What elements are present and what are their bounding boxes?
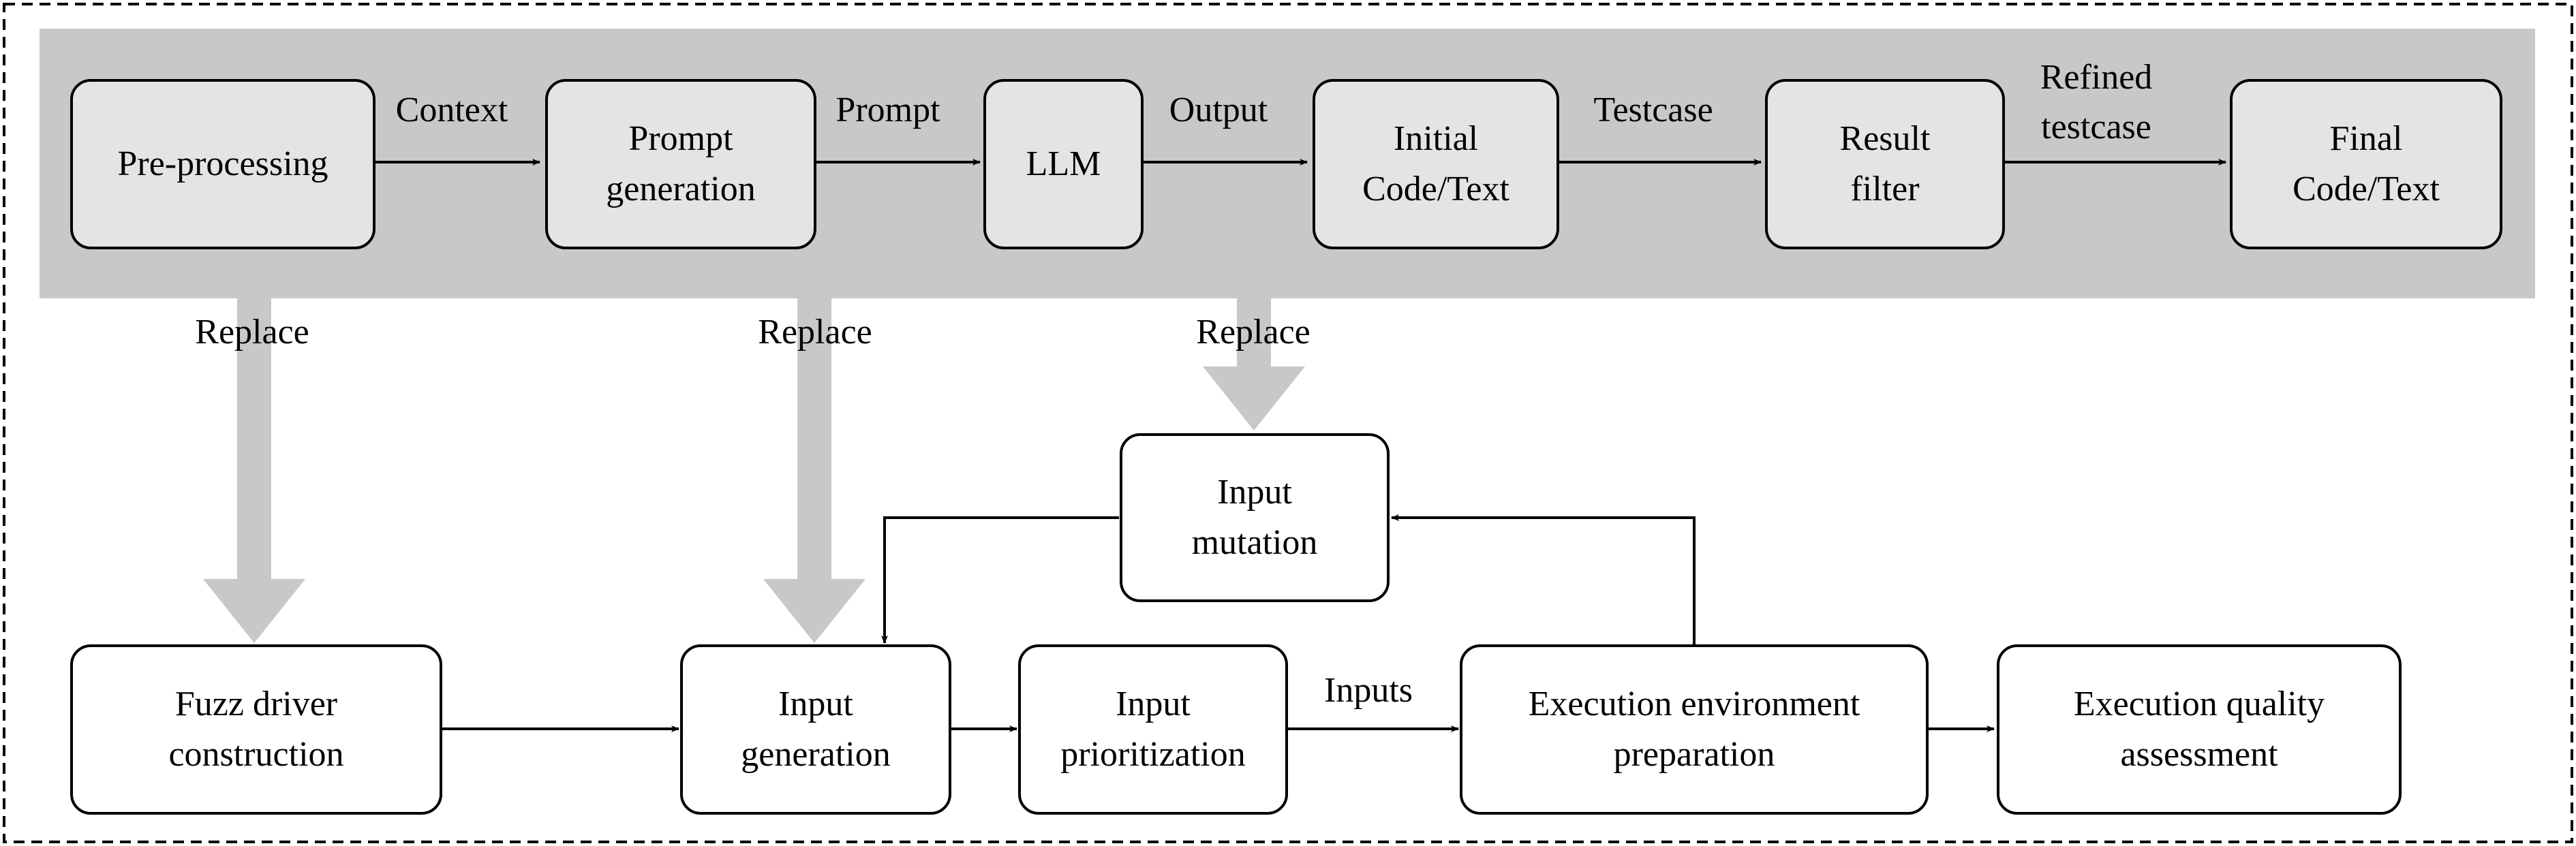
final-code-text-box: Final Code/Text (2230, 79, 2502, 249)
preprocessing-box: Pre-processing (70, 79, 375, 249)
initial-code-text-box: Initial Code/Text (1313, 79, 1559, 249)
replace-label-3: Replace (1196, 313, 1310, 351)
input-mutation-box: Input mutation (1120, 433, 1390, 602)
replace-arrow-3 (1203, 298, 1305, 430)
llm-box: LLM (983, 79, 1144, 249)
replace-label-2: Replace (758, 313, 872, 351)
edge-label-refined-testcase: Refined testcase (2040, 58, 2153, 146)
execution-environment-preparation-box: Execution environment preparation (1460, 644, 1929, 815)
edge-label-testcase: Testcase (1593, 91, 1713, 129)
input-prioritization-box: Input prioritization (1018, 644, 1288, 815)
prompt-generation-box: Prompt generation (545, 79, 816, 249)
result-filter-box: Result filter (1765, 79, 2005, 249)
execution-quality-assessment-box: Execution quality assessment (1997, 644, 2402, 815)
edge-label-output: Output (1169, 91, 1268, 129)
input-generation-box: Input generation (680, 644, 951, 815)
edge-label-inputs: Inputs (1324, 671, 1413, 710)
arrow-mutation-to-generation (881, 516, 1119, 644)
replace-label-1: Replace (195, 313, 309, 351)
replace-arrow-1 (203, 298, 305, 643)
outer-dashed-frame (3, 3, 2573, 843)
fuzz-driver-construction-box: Fuzz driver construction (70, 644, 442, 815)
arrow-env-to-mutation (1391, 514, 1696, 644)
edge-label-prompt: Prompt (835, 91, 940, 129)
edge-label-context: Context (395, 91, 508, 129)
replace-arrow-2 (763, 298, 865, 643)
